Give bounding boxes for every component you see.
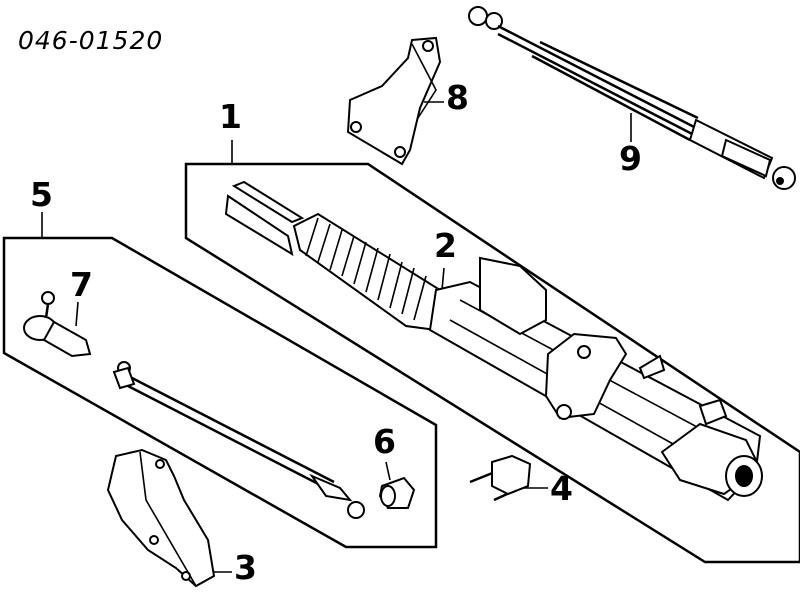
callout-4: 4 [550,469,573,508]
leader-7 [75,301,79,327]
mounting-bolts-4 [469,454,532,502]
callout-8: 8 [446,78,469,117]
part-number-label: 046-01520 [18,26,164,55]
assembly-5-frame [2,236,438,549]
rack-boot-2 [292,212,442,332]
callout-5: 5 [30,175,53,214]
leader-2 [441,267,445,291]
tie-rod-end-7 [23,291,92,358]
callout-9: 9 [619,139,642,178]
assembly-1-frame [184,162,800,564]
mounting-bracket-3 [106,448,216,588]
callout-2: 2 [434,226,457,265]
callout-3: 3 [234,548,257,587]
leader-6 [385,461,391,481]
callout-1: 1 [219,97,242,136]
callout-7: 7 [70,265,93,304]
rod-clamp-6 [378,476,416,509]
callout-6: 6 [373,422,396,461]
steering-rack-assembly [224,180,763,502]
mounting-bracket-8 [346,36,442,166]
inner-tie-rod-5 [112,361,365,519]
steering-damper [468,6,796,190]
